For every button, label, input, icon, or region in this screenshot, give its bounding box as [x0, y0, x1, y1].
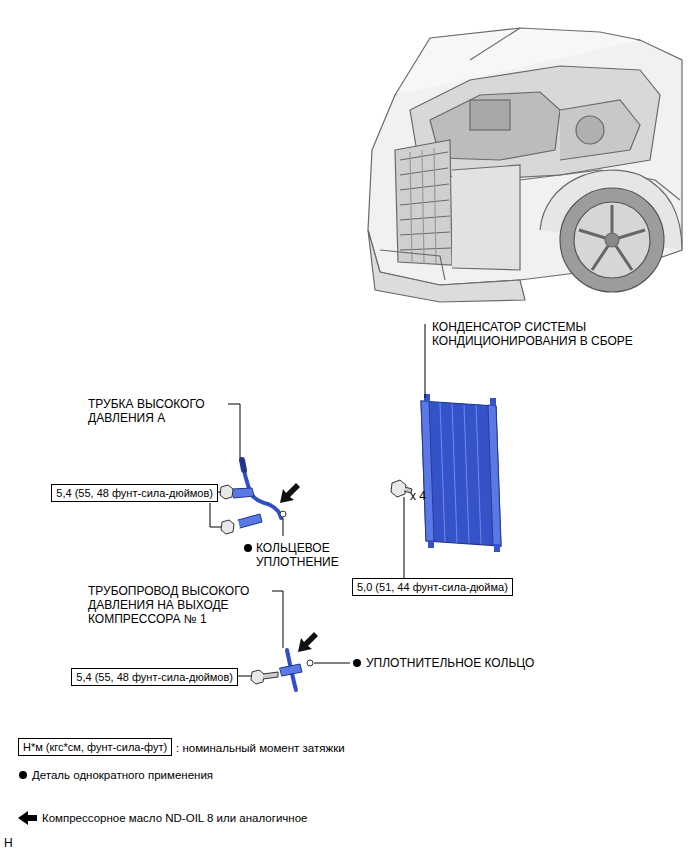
part-name: КОНДЕНСАТОР СИСТЕМЫ КОНДИЦИОНИРОВАНИЯ В … [432, 320, 662, 348]
torque-value: 5,4 (55, 48 фунт-сила-дюймов) [76, 670, 233, 684]
condenser-drawing [421, 394, 501, 552]
torque-spec-box: 5,4 (55, 48 фунт-сила-дюймов) [51, 484, 218, 502]
oil-arrow [18, 811, 37, 825]
bolt-symbol [251, 670, 278, 684]
part-name: УПЛОТНИТЕЛЬНОЕ КОЛЬЦО [366, 656, 534, 670]
quantity-label: x 4 [410, 489, 426, 503]
oil-arrow [298, 632, 318, 652]
leader-line [210, 324, 425, 676]
torque-spec-box: 5,4 (55, 48 фунт-сила-дюймов) [71, 668, 238, 686]
pipe-drawing [280, 650, 302, 690]
torque-value: 5,0 (51, 44 фунт-сила-дюйма) [357, 580, 508, 594]
torque-spec-box: 5,0 (51, 44 фунт-сила-дюйма) [352, 578, 513, 596]
legend-text: Компрессорное масло ND-OIL 8 или аналоги… [42, 811, 307, 825]
page-code: H [4, 836, 13, 850]
bolt-symbol [220, 485, 234, 534]
bullet-symbol [353, 659, 361, 667]
bullet-symbol [244, 544, 252, 552]
o-ring-symbol [307, 660, 313, 666]
pipe-drawing [232, 460, 281, 528]
part-name: КОЛЬЦЕВОЕ УПЛОТНЕНИЕ [256, 541, 351, 569]
legend-text: Деталь однократного применения [32, 768, 213, 782]
part-name: ТРУБОПРОВОД ВЫСОКОГО ДАВЛЕНИЯ НА ВЫХОДЕ … [88, 584, 268, 626]
torque-value: 5,4 (55, 48 фунт-сила-дюймов) [56, 486, 213, 500]
torque-value: Н*м (кгс*см, фунт-сила-фут) [23, 740, 167, 754]
oil-arrow [280, 483, 300, 503]
bolt-symbol [391, 480, 412, 497]
bullet-symbol [19, 771, 27, 779]
legend-torque-box: Н*м (кгс*см, фунт-сила-фут) [18, 738, 172, 756]
legend-text: : номинальный момент затяжки [176, 741, 345, 755]
part-name: ТРУБКА ВЫСОКОГО ДАВЛЕНИЯ A [88, 397, 223, 425]
car-illustration [368, 28, 682, 302]
o-ring-symbol [280, 511, 286, 517]
